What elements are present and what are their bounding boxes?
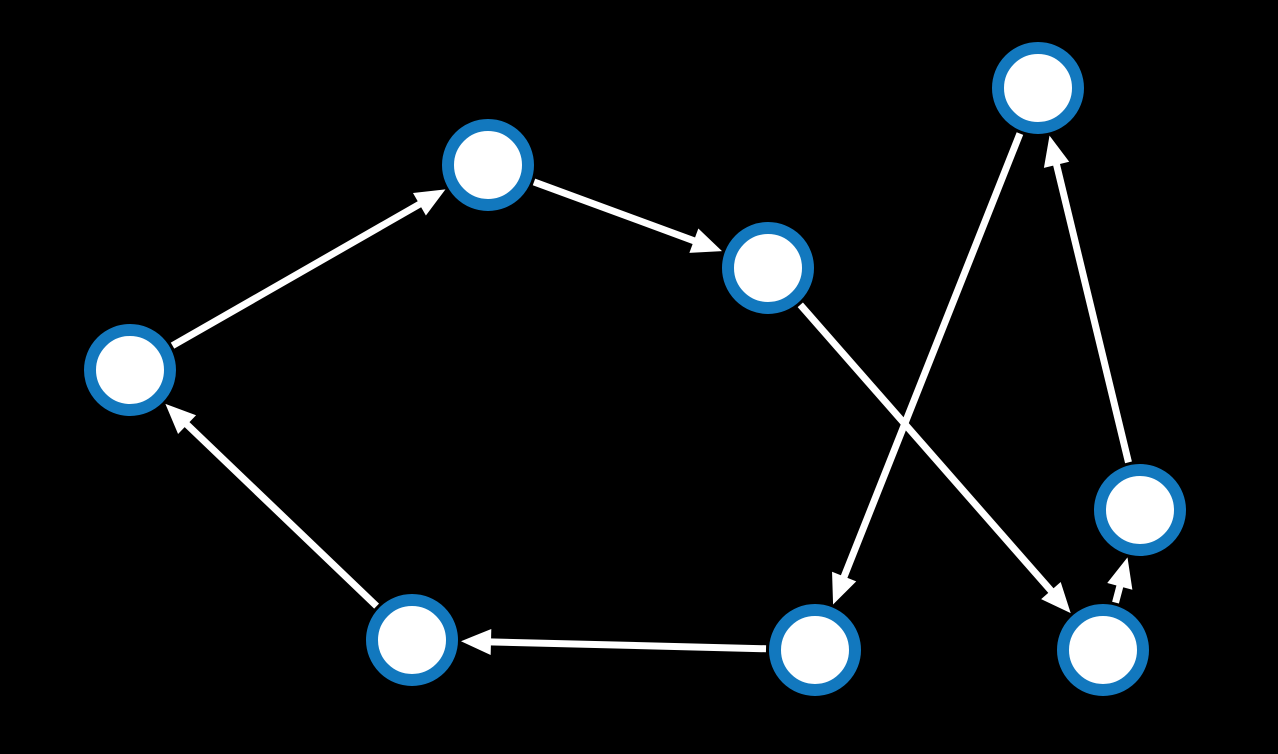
node-left[interactable] (84, 324, 176, 416)
node-bottom-left-circle (366, 594, 458, 686)
node-top-left-circle (442, 119, 534, 211)
edge-top-right-to-bottom-center-arrowhead-icon (832, 571, 857, 605)
edge-bottom-center-to-bottom-left-line (488, 638, 767, 653)
node-bottom-left[interactable] (366, 594, 458, 686)
node-upper-center[interactable] (722, 222, 814, 314)
node-top-right[interactable] (992, 42, 1084, 134)
edge-top-left-to-upper-center-arrowhead-icon (689, 228, 723, 253)
edge-bottom-left-to-left-arrowhead-icon (165, 403, 197, 435)
node-left-circle (84, 324, 176, 416)
node-top-right-circle (992, 42, 1084, 134)
edge-top-left-to-upper-center-line (532, 178, 697, 245)
node-bottom-right-circle (1057, 604, 1149, 696)
edge-upper-center-to-bottom-right[interactable] (797, 302, 1071, 614)
node-bottom-center[interactable] (769, 604, 861, 696)
edge-bottom-right-to-right-middle-line (1112, 583, 1124, 604)
edge-right-middle-to-top-right[interactable] (1043, 135, 1132, 464)
edge-bottom-right-to-right-middle[interactable] (1107, 557, 1133, 604)
edge-top-right-to-bottom-center-line (840, 132, 1024, 580)
edge-left-to-top-left[interactable] (170, 189, 446, 349)
node-top-left[interactable] (442, 119, 534, 211)
node-layer (84, 42, 1186, 696)
edge-right-middle-to-top-right-line (1052, 162, 1132, 464)
node-right-middle[interactable] (1094, 464, 1186, 556)
edge-bottom-right-to-right-middle-arrowhead-icon (1107, 557, 1133, 590)
edge-left-to-top-left-line (170, 200, 423, 349)
edge-top-left-to-upper-center[interactable] (532, 178, 723, 253)
node-upper-center-circle (722, 222, 814, 314)
node-right-middle-circle (1094, 464, 1186, 556)
edge-bottom-center-to-bottom-left-arrowhead-icon (460, 628, 492, 655)
node-bottom-center-circle (769, 604, 861, 696)
edge-right-middle-to-top-right-arrowhead-icon (1043, 135, 1070, 168)
edge-bottom-center-to-bottom-left[interactable] (460, 628, 767, 655)
edge-upper-center-to-bottom-right-line (797, 302, 1055, 595)
node-bottom-right[interactable] (1057, 604, 1149, 696)
edge-top-right-to-bottom-center[interactable] (832, 132, 1024, 605)
edge-layer (165, 132, 1133, 655)
edge-left-to-top-left-arrowhead-icon (412, 189, 446, 216)
edge-bottom-left-to-left-line (183, 420, 380, 609)
edge-bottom-left-to-left[interactable] (165, 403, 380, 609)
edge-upper-center-to-bottom-right-arrowhead-icon (1041, 582, 1071, 614)
